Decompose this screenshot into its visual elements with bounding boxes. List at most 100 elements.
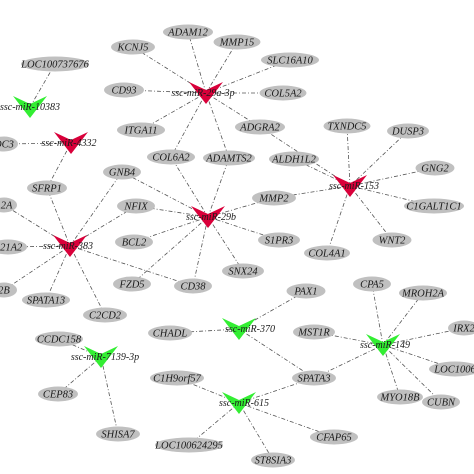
gene-label: BCL2 — [122, 238, 147, 249]
gene-node-adam12[interactable]: ADAM12 — [163, 24, 213, 40]
mirna-node-ssc-mir-7139-3p[interactable]: ssc-miR-7139-3p — [71, 346, 139, 368]
gene-ellipse — [96, 426, 140, 442]
gene-node-c1galt1c1[interactable]: C1GALT1C1 — [404, 198, 464, 214]
edge-m383-c2cd2 — [69, 245, 106, 316]
gene-node-cubn[interactable]: CUBN — [422, 394, 460, 410]
gene-node-p21a2[interactable]: P21A2 — [0, 239, 27, 255]
mirna-label: ssc-miR-10383 — [0, 102, 60, 113]
gene-node-loc100624295[interactable]: LOC100624295 — [154, 437, 223, 453]
gene-node-myo18b[interactable]: MYO18B — [377, 389, 423, 405]
gene-node-cep83[interactable]: CEP83 — [38, 386, 78, 402]
gene-node-nfix[interactable]: NFIX — [117, 198, 155, 214]
gene-label: TXNDC5 — [327, 122, 366, 133]
gene-node-itga11[interactable]: ITGA11 — [117, 122, 165, 138]
gene-node-2b[interactable]: 2B — [0, 282, 17, 298]
gene-node-dusp3[interactable]: DUSP3 — [387, 123, 429, 139]
gene-node-st8sia3[interactable]: ST8SIA3 — [251, 452, 295, 468]
gene-node-c1h9orf57[interactable]: C1H9orf57 — [150, 370, 204, 386]
edge-m29a-adamts2 — [205, 92, 230, 159]
gene-node-wnt2[interactable]: WNT2 — [372, 232, 412, 248]
gene-node-c2cd2[interactable]: C2CD2 — [83, 307, 127, 323]
edge-m29b-fzd5 — [131, 216, 209, 285]
gene-node-loc1006[interactable]: LOC1006 — [429, 361, 474, 377]
gene-node-snx24[interactable]: SNX24 — [222, 263, 264, 279]
mirna-node-ssc-mir-383[interactable]: ssc-miR-383 — [43, 235, 93, 257]
gene-node-mmp15[interactable]: MMP15 — [213, 34, 261, 50]
gene-node-sfrp1[interactable]: SFRP1 — [27, 180, 67, 196]
mirna-label: ssc-miR-149 — [360, 340, 410, 351]
gene-node-fzd5[interactable]: FZD5 — [113, 276, 151, 292]
edge-m153-col4a1 — [326, 185, 351, 254]
edge-m29b-snx24 — [207, 216, 244, 272]
up-regulated-marker — [191, 206, 225, 228]
gene-node-12a[interactable]: 12A — [0, 197, 17, 213]
mirna-node-ssc-mir-615[interactable]: ssc-miR-615 — [219, 392, 269, 414]
gene-node-chadl[interactable]: CHADL — [148, 325, 192, 341]
mirna-node-ssc-mir-10383[interactable]: ssc-miR-10383 — [0, 96, 60, 118]
gene-node-txndc5[interactable]: TXNDC5 — [323, 118, 371, 134]
gene-node-cd38[interactable]: CD38 — [174, 278, 212, 294]
mirna-node-ssc-mir-29b[interactable]: ssc-miR-29b — [186, 206, 236, 228]
gene-node-col4a1[interactable]: COL4A1 — [304, 245, 350, 261]
mirna-label: ssc-miR-29a-3p — [171, 88, 234, 99]
mirna-node-ssc-mir-149[interactable]: ssc-miR-149 — [360, 334, 410, 356]
edge-m10383-loc100737676 — [29, 63, 56, 108]
edge-m370-spata3 — [238, 328, 315, 379]
gene-label: MMP2 — [258, 194, 289, 205]
gene-node-mroh2a[interactable]: MROH2A — [399, 285, 447, 301]
gene-ellipse — [0, 239, 27, 255]
gene-node-mmp2[interactable]: MMP2 — [252, 190, 296, 206]
gene-label: CCDC158 — [37, 335, 82, 346]
gene-ellipse — [258, 232, 300, 248]
gene-ellipse — [150, 370, 204, 386]
gene-ellipse — [148, 325, 192, 341]
gene-node-aldh1l2[interactable]: ALDH1L2 — [269, 151, 319, 167]
gene-ellipse — [38, 386, 78, 402]
gene-node-kcnj5[interactable]: KCNJ5 — [111, 39, 155, 55]
gene-node-pax1[interactable]: PAX1 — [286, 283, 326, 299]
gene-node-spata3[interactable]: SPATA3 — [292, 370, 336, 386]
gene-label: CEP83 — [43, 390, 73, 401]
mirna-node-ssc-mir-4332[interactable]: ssc-miR-4332 — [42, 132, 97, 154]
gene-ellipse — [113, 276, 151, 292]
gene-node-adgra2[interactable]: ADGRA2 — [235, 119, 285, 135]
mirna-node-ssc-mir-29a-3p[interactable]: ssc-miR-29a-3p — [171, 82, 235, 104]
gene-node-col5a2[interactable]: COL5A2 — [259, 85, 307, 101]
gene-node-cpa5[interactable]: CPA5 — [353, 276, 391, 292]
gene-ellipse — [415, 160, 455, 176]
gene-node-col6a2[interactable]: COL6A2 — [147, 149, 195, 165]
gene-label: WNT2 — [379, 236, 407, 247]
gene-node-cfap65[interactable]: CFAP65 — [310, 429, 358, 445]
gene-label: DUSP3 — [391, 127, 424, 138]
mirna-node-ssc-mir-370[interactable]: ssc-miR-370 — [222, 318, 275, 340]
gene-ellipse — [174, 278, 212, 294]
gene-node-loc100737676[interactable]: LOC100737676 — [20, 56, 90, 72]
edge-m383-spata13 — [45, 245, 71, 301]
gene-node-mst1r[interactable]: MST1R — [293, 324, 335, 340]
gene-node-irx2[interactable]: IRX2 — [448, 320, 474, 336]
edge-m29b-cd38 — [192, 216, 209, 287]
gene-node-s1pr3[interactable]: S1PR3 — [258, 232, 300, 248]
gene-node-shisa7[interactable]: SHISA7 — [96, 426, 140, 442]
edge-m29a-adam12 — [187, 31, 207, 94]
gene-ellipse — [117, 198, 155, 214]
gene-node-ccdc158[interactable]: CCDC158 — [35, 331, 83, 347]
gene-node-gnb4[interactable]: GNB4 — [103, 164, 141, 180]
gene-node-bcl2[interactable]: BCL2 — [115, 234, 153, 250]
edge-m149-mroh2a — [382, 292, 424, 346]
gene-ellipse — [261, 52, 319, 68]
gene-node-spata13[interactable]: SPATA13 — [22, 292, 70, 308]
mirna-node-ssc-mir-153[interactable]: ssc-miR-153 — [329, 175, 379, 197]
gene-node-slc16a10[interactable]: SLC16A10 — [261, 52, 319, 68]
up-regulated-marker — [54, 132, 88, 154]
gene-label: CD38 — [180, 282, 206, 293]
gene-node-gng2[interactable]: GNG2 — [415, 160, 455, 176]
gene-node-cd93[interactable]: CD93 — [104, 82, 144, 98]
gene-node-adamts2[interactable]: ADAMTS2 — [203, 150, 255, 166]
gene-node-oc3[interactable]: OC3 — [0, 136, 18, 152]
gene-label: ALDH1L2 — [271, 155, 317, 166]
gene-label: C2CD2 — [89, 311, 122, 322]
gene-label: OC3 — [0, 140, 14, 151]
gene-ellipse — [323, 118, 371, 134]
edge-m383-sfrp1 — [46, 187, 71, 247]
